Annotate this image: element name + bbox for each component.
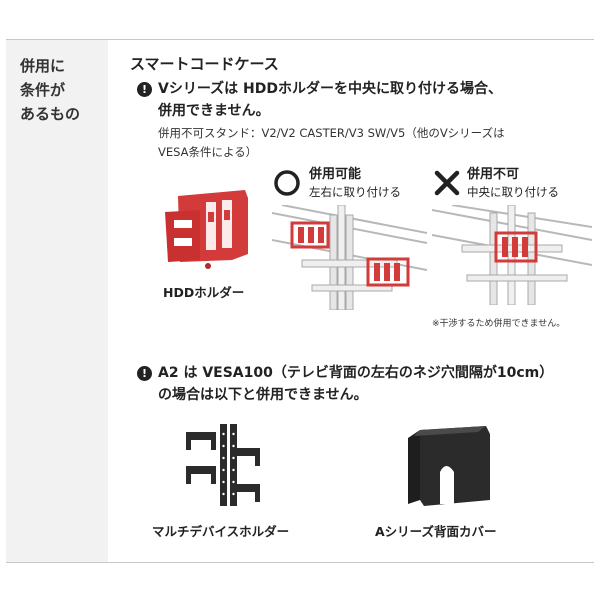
ok-label: 併用可能 <box>309 167 362 182</box>
section-title: スマートコードケース <box>130 55 279 73</box>
ok-sub: 左右に取り付ける <box>309 185 401 199</box>
cross-ng-icon <box>434 170 460 196</box>
exclamation-icon: ! <box>137 82 152 97</box>
warning1-note-line2: VESA条件による） <box>158 145 258 159</box>
warning1-line1: Vシリーズは HDDホルダーを中央に取り付ける場合、 <box>158 81 502 97</box>
circle-ok-icon <box>274 170 300 196</box>
bottom-divider <box>6 562 594 563</box>
ng-label: 併用不可 <box>467 167 520 182</box>
warning1-line2: 併用できません。 <box>158 103 270 119</box>
warning1-note-line1: 併用不可スタンド：V2/V2 CASTER/V3 SW/V5（他のVシリーズは <box>158 126 505 140</box>
multi-device-holder-illustration <box>186 424 260 506</box>
sidebar-panel <box>6 40 108 562</box>
sidebar-label: 併用に 条件が あるもの <box>20 57 81 123</box>
top-divider <box>6 39 594 40</box>
warning2-line1: A2 は VESA100（テレビ背面の左右のネジ穴間隔が10cm） <box>158 365 554 381</box>
exclamation-icon: ! <box>137 366 152 381</box>
hdd-holder-illustration <box>165 190 248 269</box>
back-cover-illustration <box>408 426 490 506</box>
ng-sub: 中央に取り付ける <box>467 185 559 199</box>
multi-device-holder-caption: マルチデバイスホルダー <box>152 524 290 539</box>
warning2-line2: の場合は以下と併用できません。 <box>158 387 368 403</box>
ng-installation-illustration <box>432 205 592 305</box>
hdd-holder-caption: HDDホルダー <box>163 285 245 300</box>
interference-note: ※干渉するため併用できません。 <box>432 319 566 329</box>
back-cover-caption: Aシリーズ背面カバー <box>375 524 497 539</box>
ok-installation-illustration <box>272 205 427 310</box>
